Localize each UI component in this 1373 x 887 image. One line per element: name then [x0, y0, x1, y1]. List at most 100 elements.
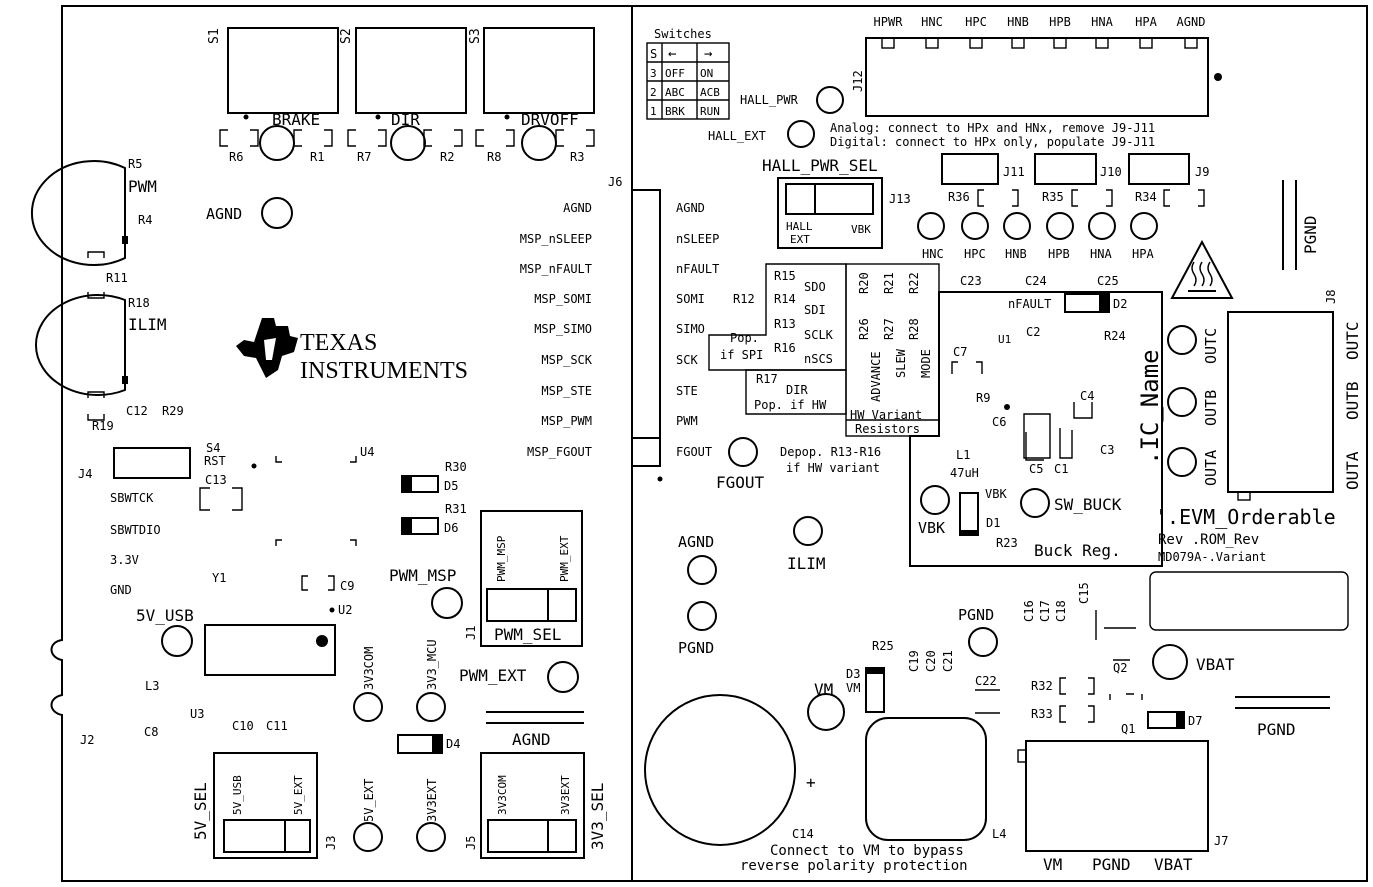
hnc-testpoint[interactable] [917, 212, 945, 240]
j8-outa: OUTA [1343, 451, 1362, 490]
advance-label: ADVANCE [869, 351, 883, 402]
sw-row0-0: 3 [650, 67, 657, 80]
agnd-left-testpoint[interactable] [261, 197, 293, 229]
hallpwr-label: HALL_PWR [740, 93, 799, 107]
r2-label: R2 [440, 150, 454, 164]
swbuck-testpoint[interactable] [1020, 488, 1050, 518]
switch-led-row [219, 125, 595, 161]
j6-header[interactable] [631, 189, 661, 467]
outc-label: OUTC [1202, 328, 1220, 364]
r14-label: R14 [774, 292, 796, 306]
pgnd-testpoint[interactable] [968, 627, 998, 657]
ilim-tp-label: ILIM [787, 554, 826, 573]
vbk-testpoint[interactable] [920, 485, 950, 515]
j10-label: J10 [1100, 165, 1122, 179]
outb-testpoint[interactable] [1167, 387, 1197, 417]
r16-label: R16 [774, 341, 796, 355]
pgnd-mid-testpoint[interactable] [687, 601, 717, 631]
j11-header[interactable] [941, 153, 999, 185]
r29-label: R29 [162, 404, 184, 418]
d6-label: D6 [444, 521, 458, 535]
hpc-testpoint[interactable] [961, 212, 989, 240]
u2-label: U2 [338, 603, 352, 617]
pgnd-tp-label: PGND [958, 606, 994, 624]
pwmsel-label: PWM_SEL [494, 625, 561, 644]
outa-testpoint[interactable] [1167, 447, 1197, 477]
ilim-testpoint[interactable] [793, 516, 823, 546]
hpa-testpoint[interactable] [1130, 212, 1158, 240]
pwmmsp-label: PWM_MSP [389, 566, 456, 585]
j10-header[interactable] [1034, 153, 1097, 185]
j8-outb: OUTB [1343, 381, 1362, 420]
v5usb-label: 5V_USB [136, 606, 194, 625]
r26-label: R26 [857, 318, 871, 340]
c3-label: C3 [1100, 443, 1114, 457]
j6-left-2: MSP_nFAULT [520, 262, 592, 276]
u3-chip [204, 624, 336, 676]
j12-note2: Digital: connect to HPx only, populate J… [830, 135, 1155, 149]
switch-table-title: Switches [654, 27, 712, 41]
j7-connector[interactable] [1025, 740, 1209, 852]
pot-pwm[interactable]: PWM [30, 160, 157, 266]
outc-testpoint[interactable] [1167, 325, 1197, 355]
switch-s3[interactable]: S3 [468, 27, 595, 114]
pwmext-testpoint[interactable] [547, 661, 579, 693]
j9-header[interactable] [1128, 153, 1190, 185]
r30-label: R30 [445, 460, 467, 474]
vm-testpoint[interactable] [807, 693, 845, 731]
j13-header[interactable] [777, 177, 883, 249]
d1-label: D1 [986, 516, 1000, 530]
hallpwr-testpoint[interactable] [816, 86, 844, 114]
d3-label: D3 [846, 667, 860, 681]
j4-connector[interactable] [113, 447, 191, 479]
j13-vbk: VBK [851, 223, 871, 236]
rst-label: RST [204, 454, 226, 468]
hnb-testpoint[interactable] [1003, 212, 1031, 240]
j12-label: J12 [851, 70, 865, 92]
r25-label: R25 [872, 639, 894, 653]
hna-testpoint[interactable] [1088, 212, 1116, 240]
pwmmsp-testpoint[interactable] [431, 587, 463, 619]
v3ext-label: 3V3EXT [425, 779, 439, 822]
switch-s1[interactable]: S1 [207, 27, 339, 114]
j3-header[interactable] [213, 752, 318, 859]
switch-s2[interactable]: S2 [339, 27, 467, 114]
c6-label: C6 [992, 415, 1006, 429]
u3-label: U3 [190, 707, 204, 721]
r9-label: R9 [976, 391, 990, 405]
ti-line2: INSTRUMENTS [300, 358, 468, 384]
v5usb-testpoint[interactable] [161, 625, 193, 657]
v3ext-testpoint[interactable] [416, 822, 446, 852]
j12-header[interactable] [865, 37, 1209, 117]
j5-com3v3: 3V3COM [496, 775, 509, 815]
hnc-label: HNC [922, 247, 944, 261]
r3-label: R3 [570, 150, 584, 164]
ti-line1: TEXAS [300, 330, 377, 356]
v3mcu-testpoint[interactable] [416, 692, 446, 722]
c14-label: C14 [792, 827, 814, 841]
r18-label: R18 [128, 296, 150, 310]
v3com-testpoint[interactable] [353, 692, 383, 722]
j6-left-8: MSP_FGOUT [527, 445, 592, 459]
c24-label: C24 [1025, 274, 1047, 288]
j5-header[interactable] [480, 752, 585, 859]
depop2-label: if HW variant [786, 461, 880, 475]
j6-label: J6 [608, 175, 622, 189]
vbat-testpoint[interactable] [1152, 644, 1188, 680]
c23-label: C23 [960, 274, 982, 288]
bypass1-label: Connect to VM to bypass [770, 843, 964, 859]
hpc-label: HPC [964, 247, 986, 261]
hpb-testpoint[interactable] [1046, 212, 1074, 240]
pot-ilim[interactable]: ILIM [35, 294, 167, 396]
sw-head-0: S [650, 47, 657, 61]
c19-label: C19 [907, 650, 921, 672]
j1-header[interactable] [480, 510, 583, 647]
j8-connector[interactable] [1227, 311, 1334, 493]
v5ext-testpoint[interactable] [353, 822, 383, 852]
hallext-testpoint[interactable] [787, 120, 815, 148]
agnd-mid-testpoint[interactable] [687, 555, 717, 585]
fgout-label: FGOUT [716, 473, 765, 492]
j13-hall1: HALL [786, 220, 813, 233]
fgout-testpoint[interactable] [728, 437, 758, 467]
j12-pin-6: HPA [1135, 15, 1157, 29]
